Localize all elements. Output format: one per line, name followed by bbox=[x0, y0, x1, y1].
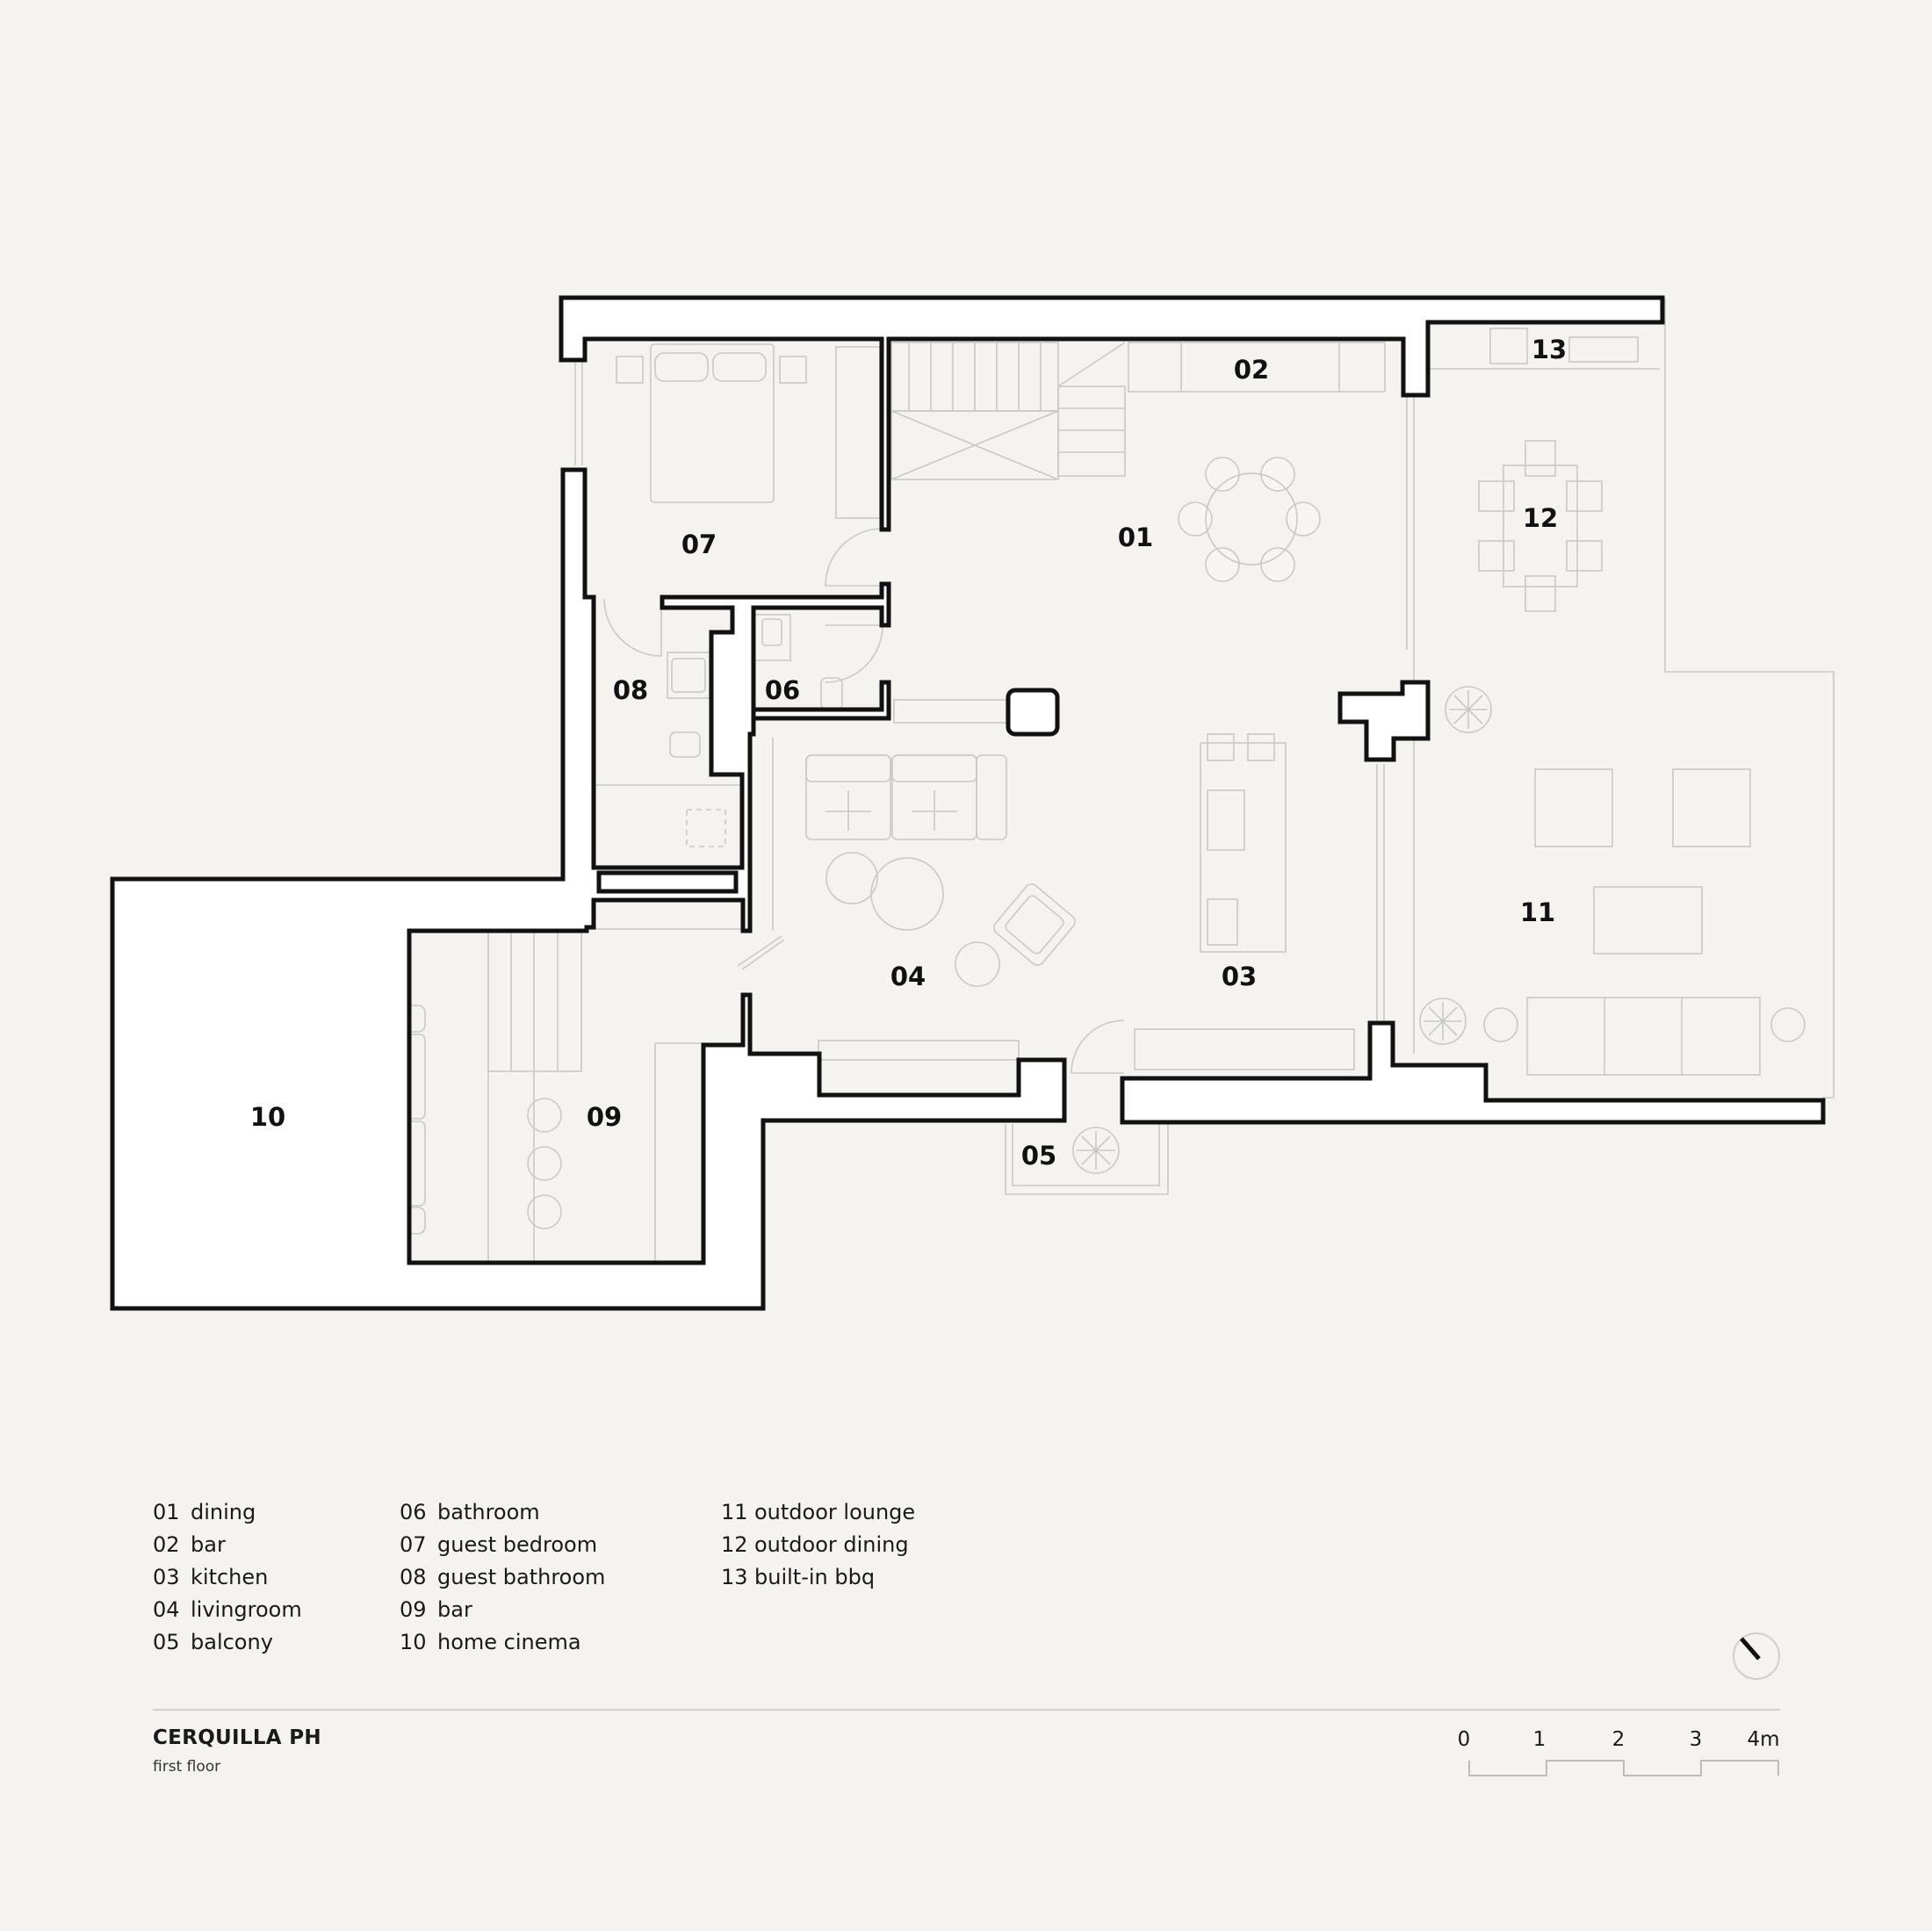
scale-label: 3 bbox=[1689, 1728, 1703, 1751]
room-label-08: 08 bbox=[613, 675, 648, 705]
plant-icon bbox=[1445, 686, 1492, 733]
room-label-02: 02 bbox=[1234, 355, 1269, 385]
legend-code: 10 bbox=[400, 1630, 427, 1654]
project-title: CERQUILLA PH bbox=[153, 1726, 321, 1749]
plant-icon bbox=[1419, 998, 1467, 1045]
scale-label: 0 bbox=[1457, 1728, 1471, 1751]
scale-label: 4m bbox=[1747, 1728, 1780, 1751]
legend-code: 05 bbox=[153, 1630, 180, 1654]
scale-label: 2 bbox=[1611, 1728, 1626, 1751]
legend-code: 09 bbox=[400, 1597, 427, 1622]
legend-code: 02 bbox=[153, 1532, 180, 1557]
legend-item: 06 bathroom bbox=[400, 1496, 605, 1529]
legend-label: built-in bbq bbox=[754, 1565, 876, 1589]
legend-label: balcony bbox=[191, 1630, 273, 1654]
legend-column-2: 06 bathroom 07 guest bedroom 08 guest bathr… bbox=[400, 1496, 605, 1659]
legend-item: 05 balcony bbox=[153, 1626, 302, 1659]
legend-label: outdoor dining bbox=[754, 1532, 909, 1557]
legend-code: 01 bbox=[153, 1500, 180, 1524]
legend-label: guest bedroom bbox=[437, 1532, 598, 1557]
legend-item: 04 livingroom bbox=[153, 1594, 302, 1626]
legend-code: 12 bbox=[721, 1532, 748, 1557]
room-label-12: 12 bbox=[1523, 503, 1558, 533]
legend-item: 09 bar bbox=[400, 1594, 605, 1626]
room-label-09: 09 bbox=[587, 1102, 622, 1132]
legend-code: 07 bbox=[400, 1532, 427, 1557]
legend-code: 11 bbox=[721, 1500, 748, 1524]
legend-label: bathroom bbox=[437, 1500, 540, 1524]
legend-label: home cinema bbox=[437, 1630, 581, 1654]
room-labels: 01 02 03 04 05 06 07 08 09 10 11 12 13 bbox=[250, 335, 1567, 1171]
room-label-13: 13 bbox=[1532, 335, 1567, 364]
legend-label: dining bbox=[191, 1500, 256, 1524]
room-label-01: 01 bbox=[1118, 522, 1153, 552]
room-label-11: 11 bbox=[1520, 897, 1555, 927]
divider bbox=[153, 1709, 1780, 1711]
room-label-04: 04 bbox=[890, 962, 926, 991]
floor-subtitle: first floor bbox=[153, 1758, 221, 1776]
legend-code: 13 bbox=[721, 1565, 748, 1589]
room-label-07: 07 bbox=[681, 530, 717, 559]
legend-label: guest bathroom bbox=[437, 1565, 606, 1589]
room-label-10: 10 bbox=[250, 1102, 285, 1132]
legend-item: 02 bar bbox=[153, 1529, 302, 1561]
legend-item: 01 dining bbox=[153, 1496, 302, 1529]
legend-code: 06 bbox=[400, 1500, 427, 1524]
scale-bar bbox=[1468, 1760, 1779, 1776]
north-arrow-icon bbox=[1733, 1632, 1780, 1680]
legend-label: livingroom bbox=[191, 1597, 302, 1622]
legend-item: 07 guest bedroom bbox=[400, 1529, 605, 1561]
legend-label: outdoor lounge bbox=[754, 1500, 916, 1524]
legend-item: 10 home cinema bbox=[400, 1626, 605, 1659]
legend-code: 03 bbox=[153, 1565, 180, 1589]
legend-code: 04 bbox=[153, 1597, 180, 1622]
walls-layer bbox=[110, 295, 1826, 1311]
legend-label: bar bbox=[437, 1597, 472, 1622]
legend-code: 08 bbox=[400, 1565, 427, 1589]
scale-label: 1 bbox=[1532, 1728, 1546, 1751]
legend-item: 03 kitchen bbox=[153, 1561, 302, 1594]
legend-column-1: 01 dining 02 bar 03 kitchen 04 livingroom 05… bbox=[153, 1496, 302, 1659]
legend-item: 08 guest bathroom bbox=[400, 1561, 605, 1594]
room-label-06: 06 bbox=[765, 675, 800, 705]
legend-label: kitchen bbox=[191, 1565, 269, 1589]
legend-label: bar bbox=[191, 1532, 226, 1557]
plant-icon bbox=[1072, 1127, 1120, 1174]
room-label-05: 05 bbox=[1021, 1141, 1056, 1171]
room-label-03: 03 bbox=[1222, 962, 1257, 991]
